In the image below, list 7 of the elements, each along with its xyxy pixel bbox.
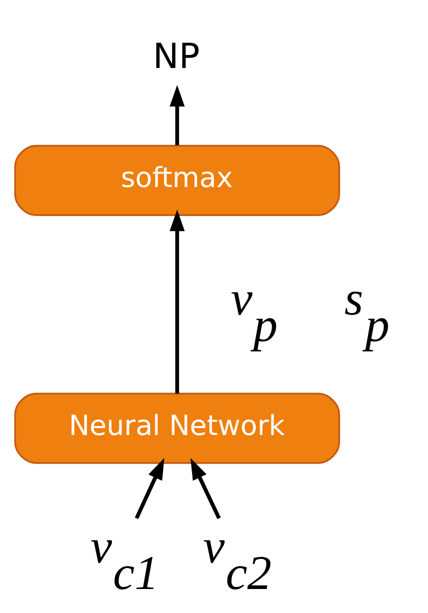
arrow [190, 458, 221, 519]
arrow [134, 458, 164, 519]
node-box: softmax [14, 144, 340, 216]
node-box: Neural Network [14, 392, 340, 464]
arrow [170, 209, 185, 394]
arrow [170, 84, 185, 145]
node-text: NP [152, 36, 200, 76]
